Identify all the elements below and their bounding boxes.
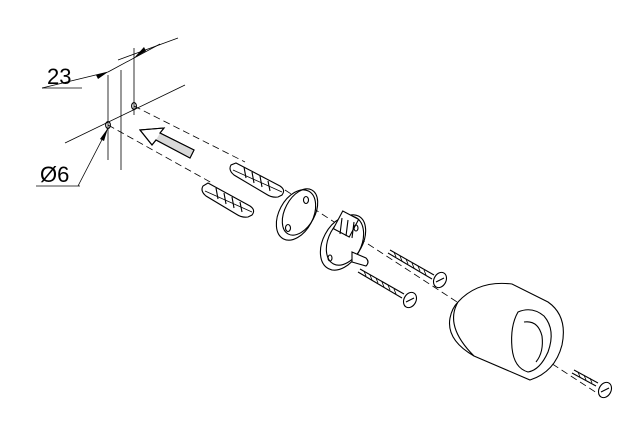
holder-cover: [448, 282, 564, 381]
bracket-hole-bottom: [327, 254, 333, 262]
wall-rosette: [275, 188, 319, 241]
screw-lower: [357, 268, 418, 309]
hole-diameter-dimension: Ø6: [36, 127, 109, 187]
dimension-arrowhead-left: [96, 72, 108, 79]
thick-arrow-icon: [138, 127, 195, 159]
spacing-dimension-label: 23: [47, 64, 71, 89]
screw-front: [571, 369, 613, 399]
wall-reference-lines: [64, 37, 186, 170]
dimension-arrowhead-right: [134, 47, 146, 58]
screw-upper: [387, 249, 448, 289]
diameter-arrowhead: [100, 128, 108, 141]
bracket-hole-top: [353, 224, 359, 232]
wall-plug-lower: [201, 182, 255, 218]
mounting-bracket: [319, 210, 369, 271]
drill-hole-right: [131, 101, 137, 111]
rosette-hole-bottom: [284, 223, 292, 233]
hole-diameter-label: Ø6: [40, 162, 69, 187]
spacing-dimension: 23: [41, 43, 161, 89]
rosette-hole-top: [302, 195, 310, 205]
wall-plug-upper: [229, 162, 285, 198]
